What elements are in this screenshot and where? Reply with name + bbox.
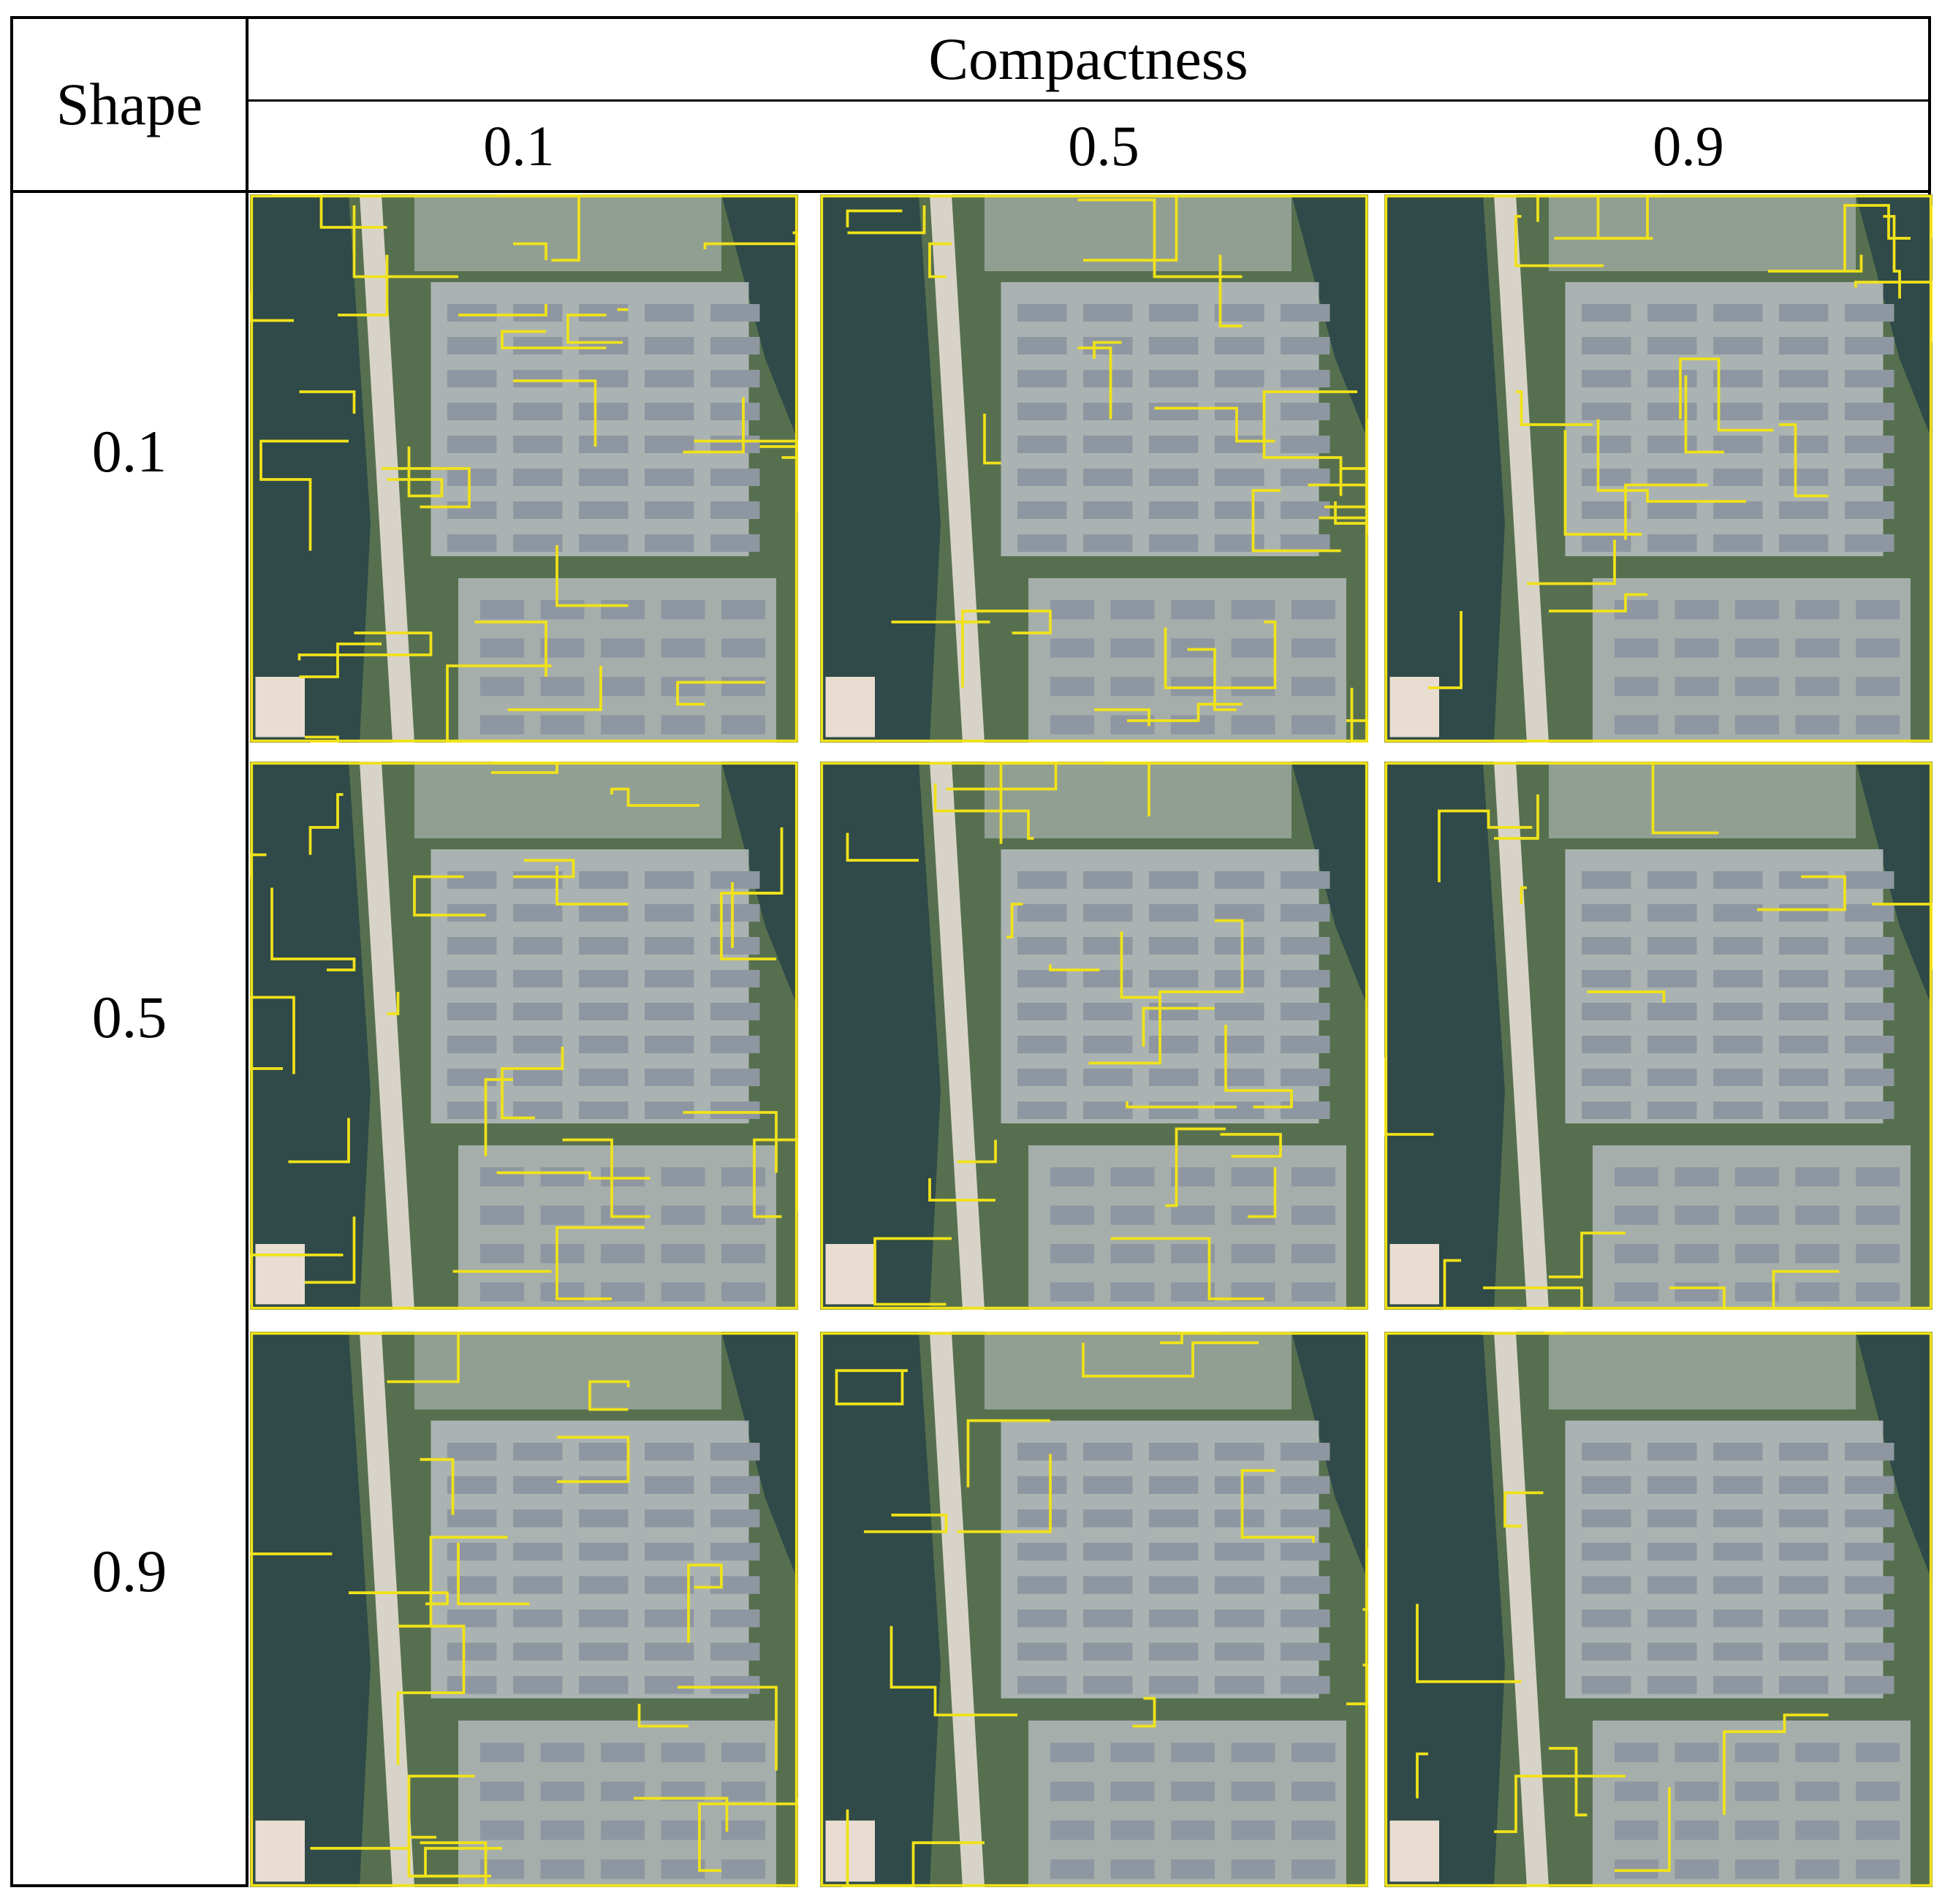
segmentation-image-shape-0.5-compactness-0.9 [1384,762,1932,1310]
aerial-scene [820,194,1368,743]
segmentation-image-shape-0.1-compactness-0.9 [1384,194,1932,743]
segmentation-image-shape-0.1-compactness-0.1 [250,194,798,743]
shape-header: Shape [56,71,203,137]
aerial-scene [250,194,798,743]
segmentation-image-shape-0.1-compactness-0.5 [820,194,1368,743]
segmentation-image-shape-0.9-compactness-0.1 [250,1332,798,1887]
compactness-value-0.1: 0.1 [483,113,555,178]
compactness-value-0.5: 0.5 [1068,113,1139,178]
shape-value-0.1: 0.1 [91,418,167,485]
segmentation-image-shape-0.9-compactness-0.9 [1384,1332,1932,1887]
compactness-value-0.9: 0.9 [1653,113,1724,178]
aerial-scene [1384,1332,1932,1887]
compactness-header: Compactness [928,26,1248,92]
aerial-scene [250,762,798,1310]
aerial-scene [250,1332,798,1887]
segmentation-image-shape-0.5-compactness-0.1 [250,762,798,1310]
aerial-scene [820,762,1368,1310]
aerial-scene [820,1332,1368,1887]
table-header-bottom-border [10,190,1931,193]
segmentation-image-shape-0.9-compactness-0.5 [820,1332,1368,1887]
table-right-border [1928,16,1931,195]
aerial-scene [1384,194,1932,743]
table-left-border [10,16,13,1887]
shape-value-0.9: 0.9 [91,1538,167,1604]
shape-column-divider [246,16,249,1887]
compactness-subheader-divider [246,99,1931,102]
table-bottom-border-left [10,1884,249,1887]
aerial-scene [1384,762,1932,1310]
table-top-border [10,16,1931,19]
segmentation-image-shape-0.5-compactness-0.5 [820,762,1368,1310]
shape-value-0.5: 0.5 [91,984,167,1050]
